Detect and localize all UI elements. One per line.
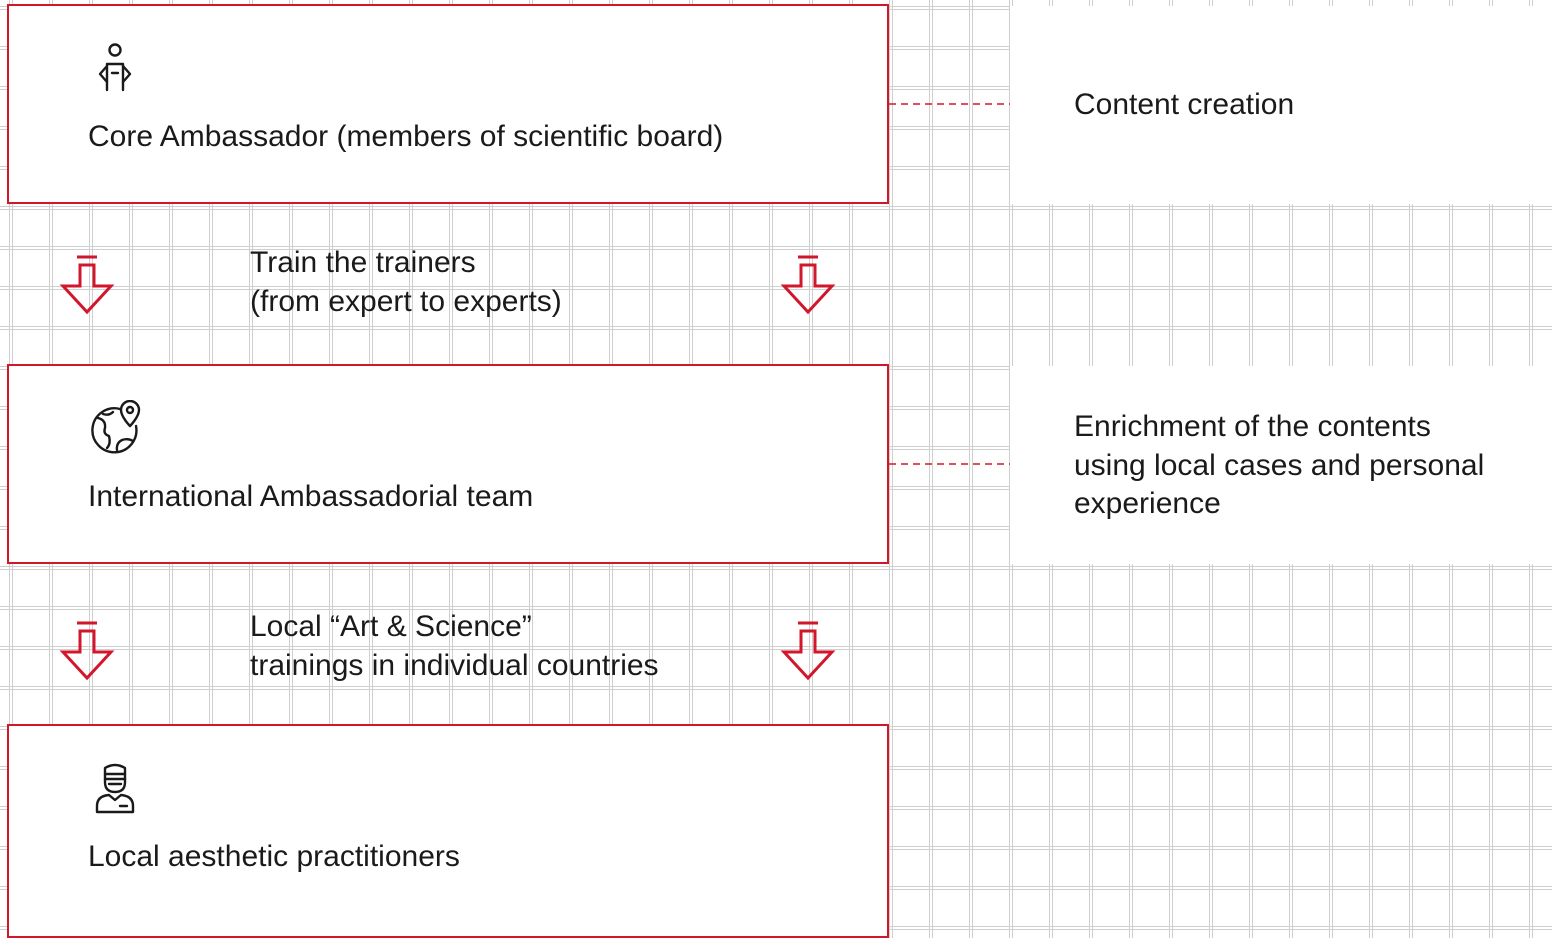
role-box-local-practitioners: Local aesthetic practitioners xyxy=(7,724,889,938)
activity-text: Content creation xyxy=(1074,88,1295,121)
step-text-train-the-trainers: Train the trainers (from expert to exper… xyxy=(250,246,562,318)
role-box-international-team: International Ambassadorial team xyxy=(7,364,889,564)
activity-panel-enrichment: Enrichment of the contents using local c… xyxy=(1010,366,1552,564)
down-arrow-icon xyxy=(780,255,836,315)
activity-panel-content-creation: Content creation xyxy=(1010,6,1552,204)
down-arrow-icon xyxy=(59,621,115,681)
down-arrow-icon xyxy=(780,621,836,681)
step-text-local-trainings: Local “Art & Science” trainings in indiv… xyxy=(250,610,659,682)
person-icon xyxy=(98,43,132,92)
ambassador-program-diagram: Core Ambassador (members of scientific b… xyxy=(7,4,1552,938)
practitioner-icon xyxy=(95,763,135,814)
role-label: Core Ambassador (members of scientific b… xyxy=(88,120,724,153)
globe-location-icon xyxy=(91,400,141,454)
role-box-core-ambassador: Core Ambassador (members of scientific b… xyxy=(7,4,889,204)
dashed-connector xyxy=(889,103,1010,105)
down-arrow-icon xyxy=(59,255,115,315)
dashed-connector xyxy=(889,463,1010,465)
role-label: International Ambassadorial team xyxy=(88,480,534,513)
activity-text: Enrichment of the contents using local c… xyxy=(1074,410,1485,520)
role-label: Local aesthetic practitioners xyxy=(88,840,460,873)
